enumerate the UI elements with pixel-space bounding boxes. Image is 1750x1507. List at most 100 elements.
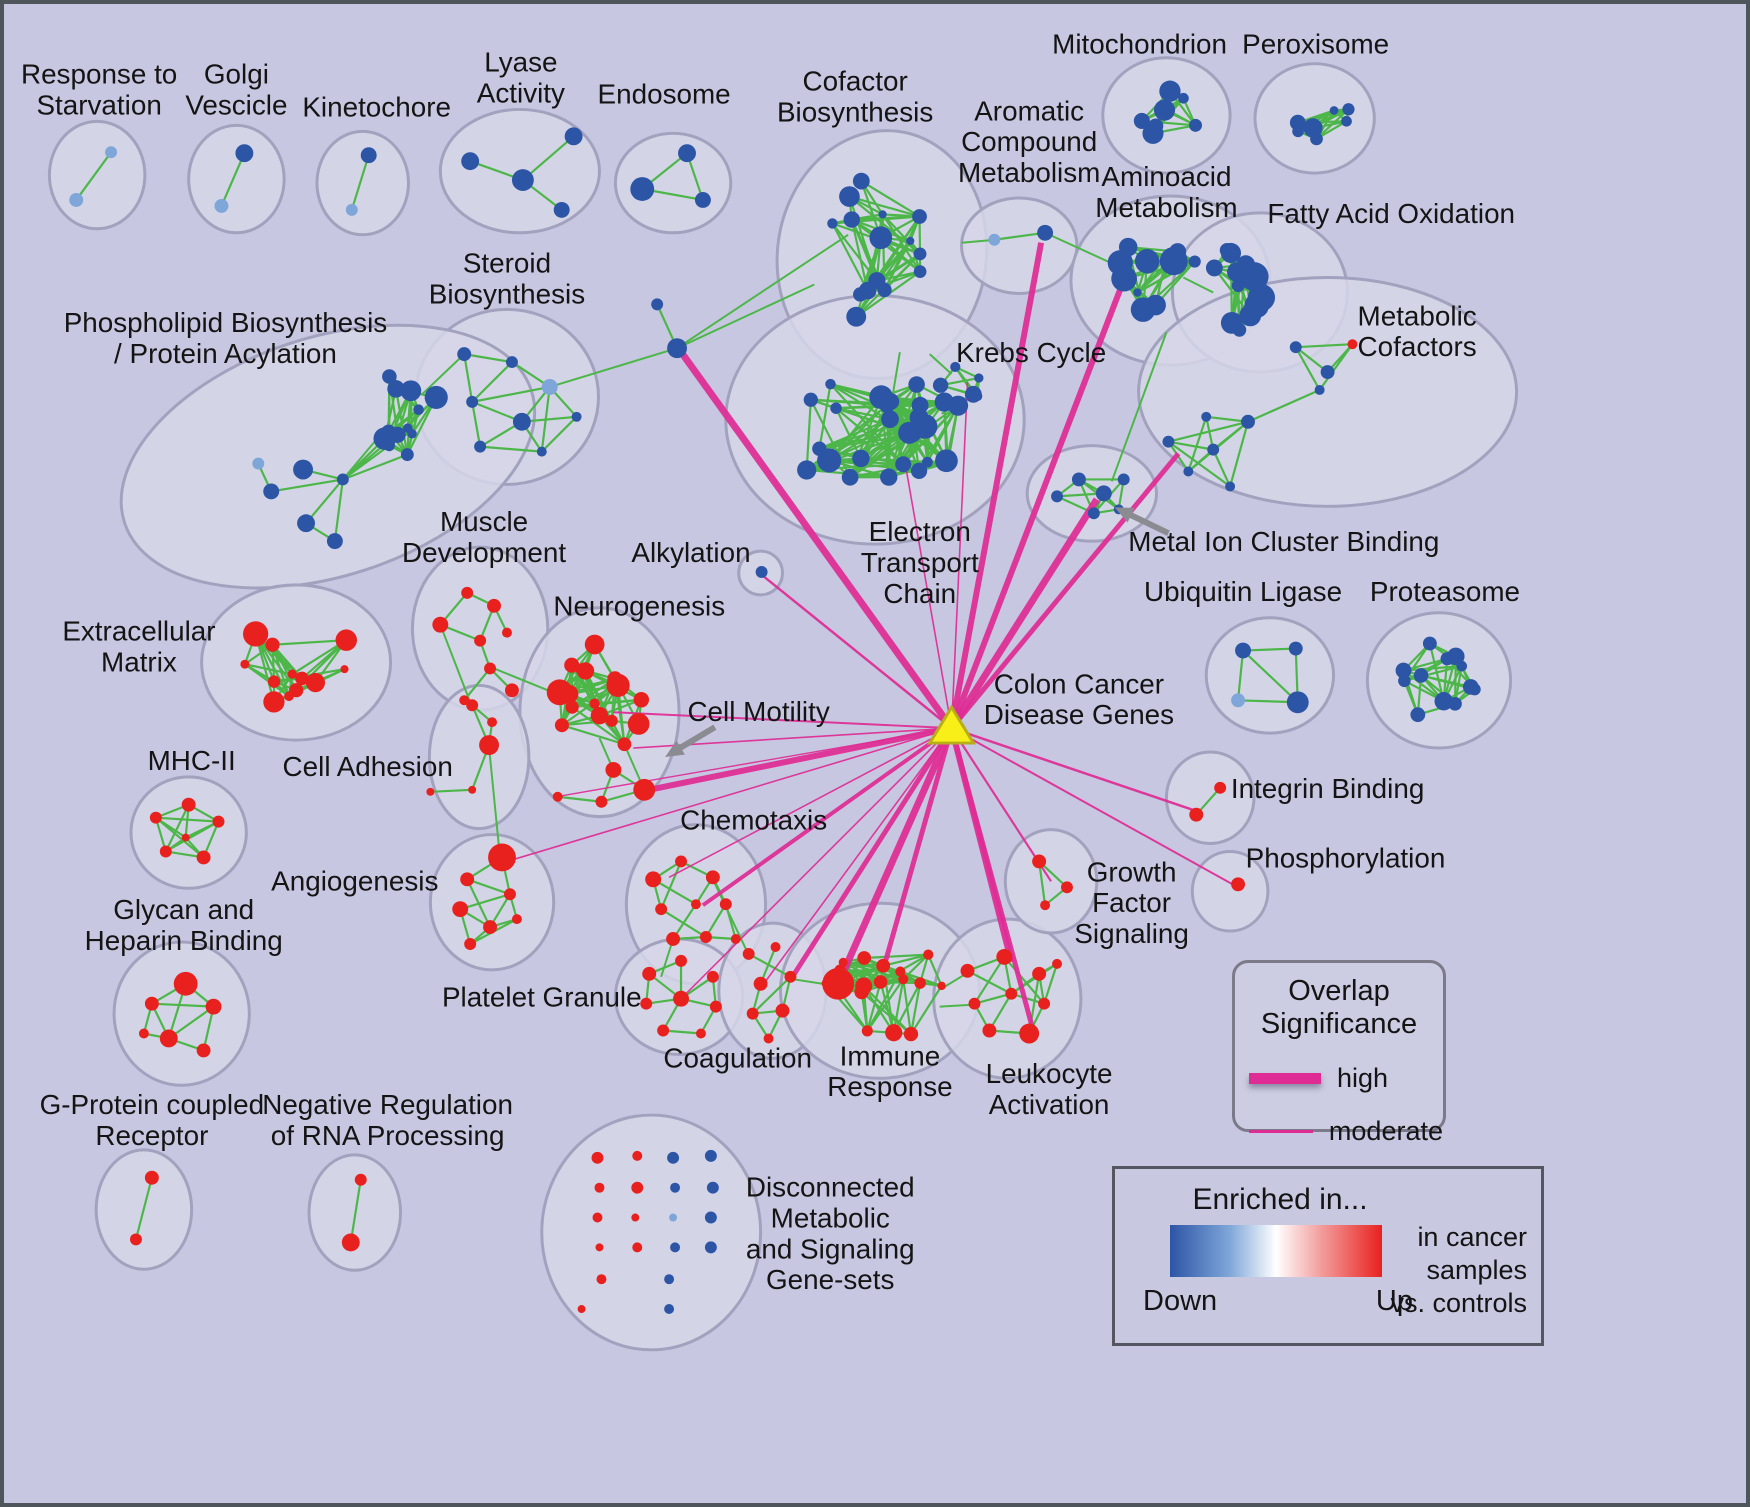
- inter-cluster-edge: [790, 977, 823, 985]
- gene-set-node: [651, 298, 664, 311]
- overlap-significance-edge: [881, 727, 954, 968]
- gene-overlap-edge: [1168, 420, 1249, 443]
- gene-set-node: [205, 998, 222, 1015]
- gene-set-node: [512, 412, 531, 431]
- gene-set-node: [1239, 262, 1269, 292]
- gene-set-node: [678, 144, 696, 163]
- gene-set-node: [742, 947, 755, 960]
- gene-set-node: [196, 1043, 211, 1058]
- cluster-ellipse-glycan-heparin-binding: [112, 940, 251, 1087]
- gene-set-node: [706, 970, 719, 983]
- enrichment-endpoints: Down Up: [1143, 1285, 1413, 1318]
- cluster-label-ubiquitin-ligase: Ubiquitin Ligase: [1144, 576, 1342, 607]
- gene-set-node: [885, 1024, 903, 1042]
- cluster-label-kinetochore: Kinetochore: [302, 91, 451, 122]
- enrichment-note-line3: vs. controls: [1390, 1288, 1527, 1318]
- overlap-significance-edge: [701, 726, 953, 907]
- overlap-significance-edge: [790, 726, 954, 979]
- cluster-label-fatty-acid-oxidation: Fatty Acid Oxidation: [1267, 198, 1515, 229]
- gene-set-node: [830, 981, 847, 998]
- inter-cluster-edge: [891, 351, 901, 395]
- gene-set-node: [883, 393, 900, 410]
- gene-overlap-edge: [430, 788, 473, 793]
- gene-set-node: [173, 971, 198, 996]
- gene-set-node: [895, 966, 906, 977]
- gene-set-node: [487, 598, 501, 613]
- gene-set-node: [908, 376, 925, 393]
- gene-overlap-edge: [882, 953, 929, 967]
- gene-set-node: [432, 616, 449, 633]
- gene-set-node: [632, 1150, 643, 1161]
- inter-cluster-edge: [929, 353, 953, 375]
- gene-set-node: [483, 920, 498, 935]
- gene-set-node: [474, 634, 487, 647]
- colon-cancer-hub-triangle: [927, 704, 977, 745]
- gene-set-node: [335, 629, 357, 651]
- gene-set-node: [922, 419, 937, 434]
- gene-set-node: [487, 717, 498, 728]
- gene-overlap-edge: [849, 195, 920, 218]
- gene-set-node: [1189, 118, 1203, 132]
- gene-set-node: [1178, 92, 1189, 104]
- gene-overlap-edge: [471, 361, 513, 403]
- gene-set-node: [1314, 384, 1325, 395]
- gene-overlap-edge: [271, 478, 344, 493]
- gene-set-node: [505, 356, 518, 369]
- gene-set-node: [705, 870, 720, 885]
- gene-set-node: [341, 1233, 360, 1252]
- gene-set-node: [1159, 247, 1188, 276]
- gene-set-node: [466, 699, 479, 712]
- gene-set-node: [1032, 854, 1047, 869]
- overlap-significance-edge: [613, 711, 952, 730]
- gene-set-node: [466, 395, 479, 408]
- gene-overlap-edge: [1236, 650, 1245, 701]
- gene-set-node: [898, 974, 909, 985]
- gene-set-node: [1225, 481, 1236, 492]
- gene-set-node: [633, 778, 656, 801]
- overlap-legend-title-line2: Significance: [1260, 1008, 1418, 1040]
- gene-set-node: [846, 306, 867, 327]
- gene-set-node: [305, 673, 326, 693]
- overlap-significance-edge: [950, 381, 969, 729]
- gene-overlap-edge: [155, 816, 205, 859]
- gene-set-node: [667, 338, 688, 359]
- gene-set-node: [511, 169, 534, 192]
- gene-set-node: [666, 932, 681, 946]
- inter-cluster-edge: [549, 347, 678, 388]
- gene-set-node: [452, 901, 469, 918]
- cluster-label-alkylation: Alkylation: [631, 537, 750, 568]
- cluster-label-phospholipid-biosynthesis: Phospholipid Biosynthesis/ Protein Acyla…: [64, 307, 387, 369]
- overlap-significance-edge: [648, 725, 953, 793]
- gene-set-node: [457, 347, 472, 362]
- gene-set-node: [852, 449, 870, 468]
- gene-set-node: [675, 954, 688, 967]
- gene-set-node: [1286, 691, 1309, 714]
- gene-overlap-edge: [860, 180, 921, 218]
- gene-set-node: [541, 378, 558, 395]
- gene-set-node: [360, 147, 377, 164]
- overlap-significance-edge: [668, 727, 952, 879]
- cluster-ellipse-angiogenesis: [428, 833, 556, 972]
- cluster-label-mhc-ii: MHC-II: [148, 745, 236, 776]
- gene-set-node: [669, 1213, 678, 1222]
- gene-overlap-edge: [134, 1177, 153, 1240]
- gene-overlap-edge: [305, 478, 344, 524]
- cluster-label-mitochondrion: Mitochondrion: [1052, 29, 1227, 60]
- gene-overlap-edge: [521, 415, 577, 423]
- gene-set-node: [1032, 966, 1047, 981]
- gene-set-node: [595, 795, 608, 808]
- gene-set-node: [877, 282, 892, 298]
- inter-cluster-edge: [1044, 231, 1116, 266]
- gene-set-node: [138, 1028, 149, 1039]
- gene-set-node: [413, 404, 424, 416]
- overlap-significance-edge: [948, 242, 1045, 729]
- gene-set-node: [553, 201, 570, 218]
- gene-set-node: [797, 460, 817, 480]
- overlap-significance-edge: [950, 727, 1052, 882]
- overlap-significance-edge: [949, 452, 1181, 730]
- gene-set-node: [843, 211, 860, 228]
- gene-set-node: [670, 1182, 681, 1193]
